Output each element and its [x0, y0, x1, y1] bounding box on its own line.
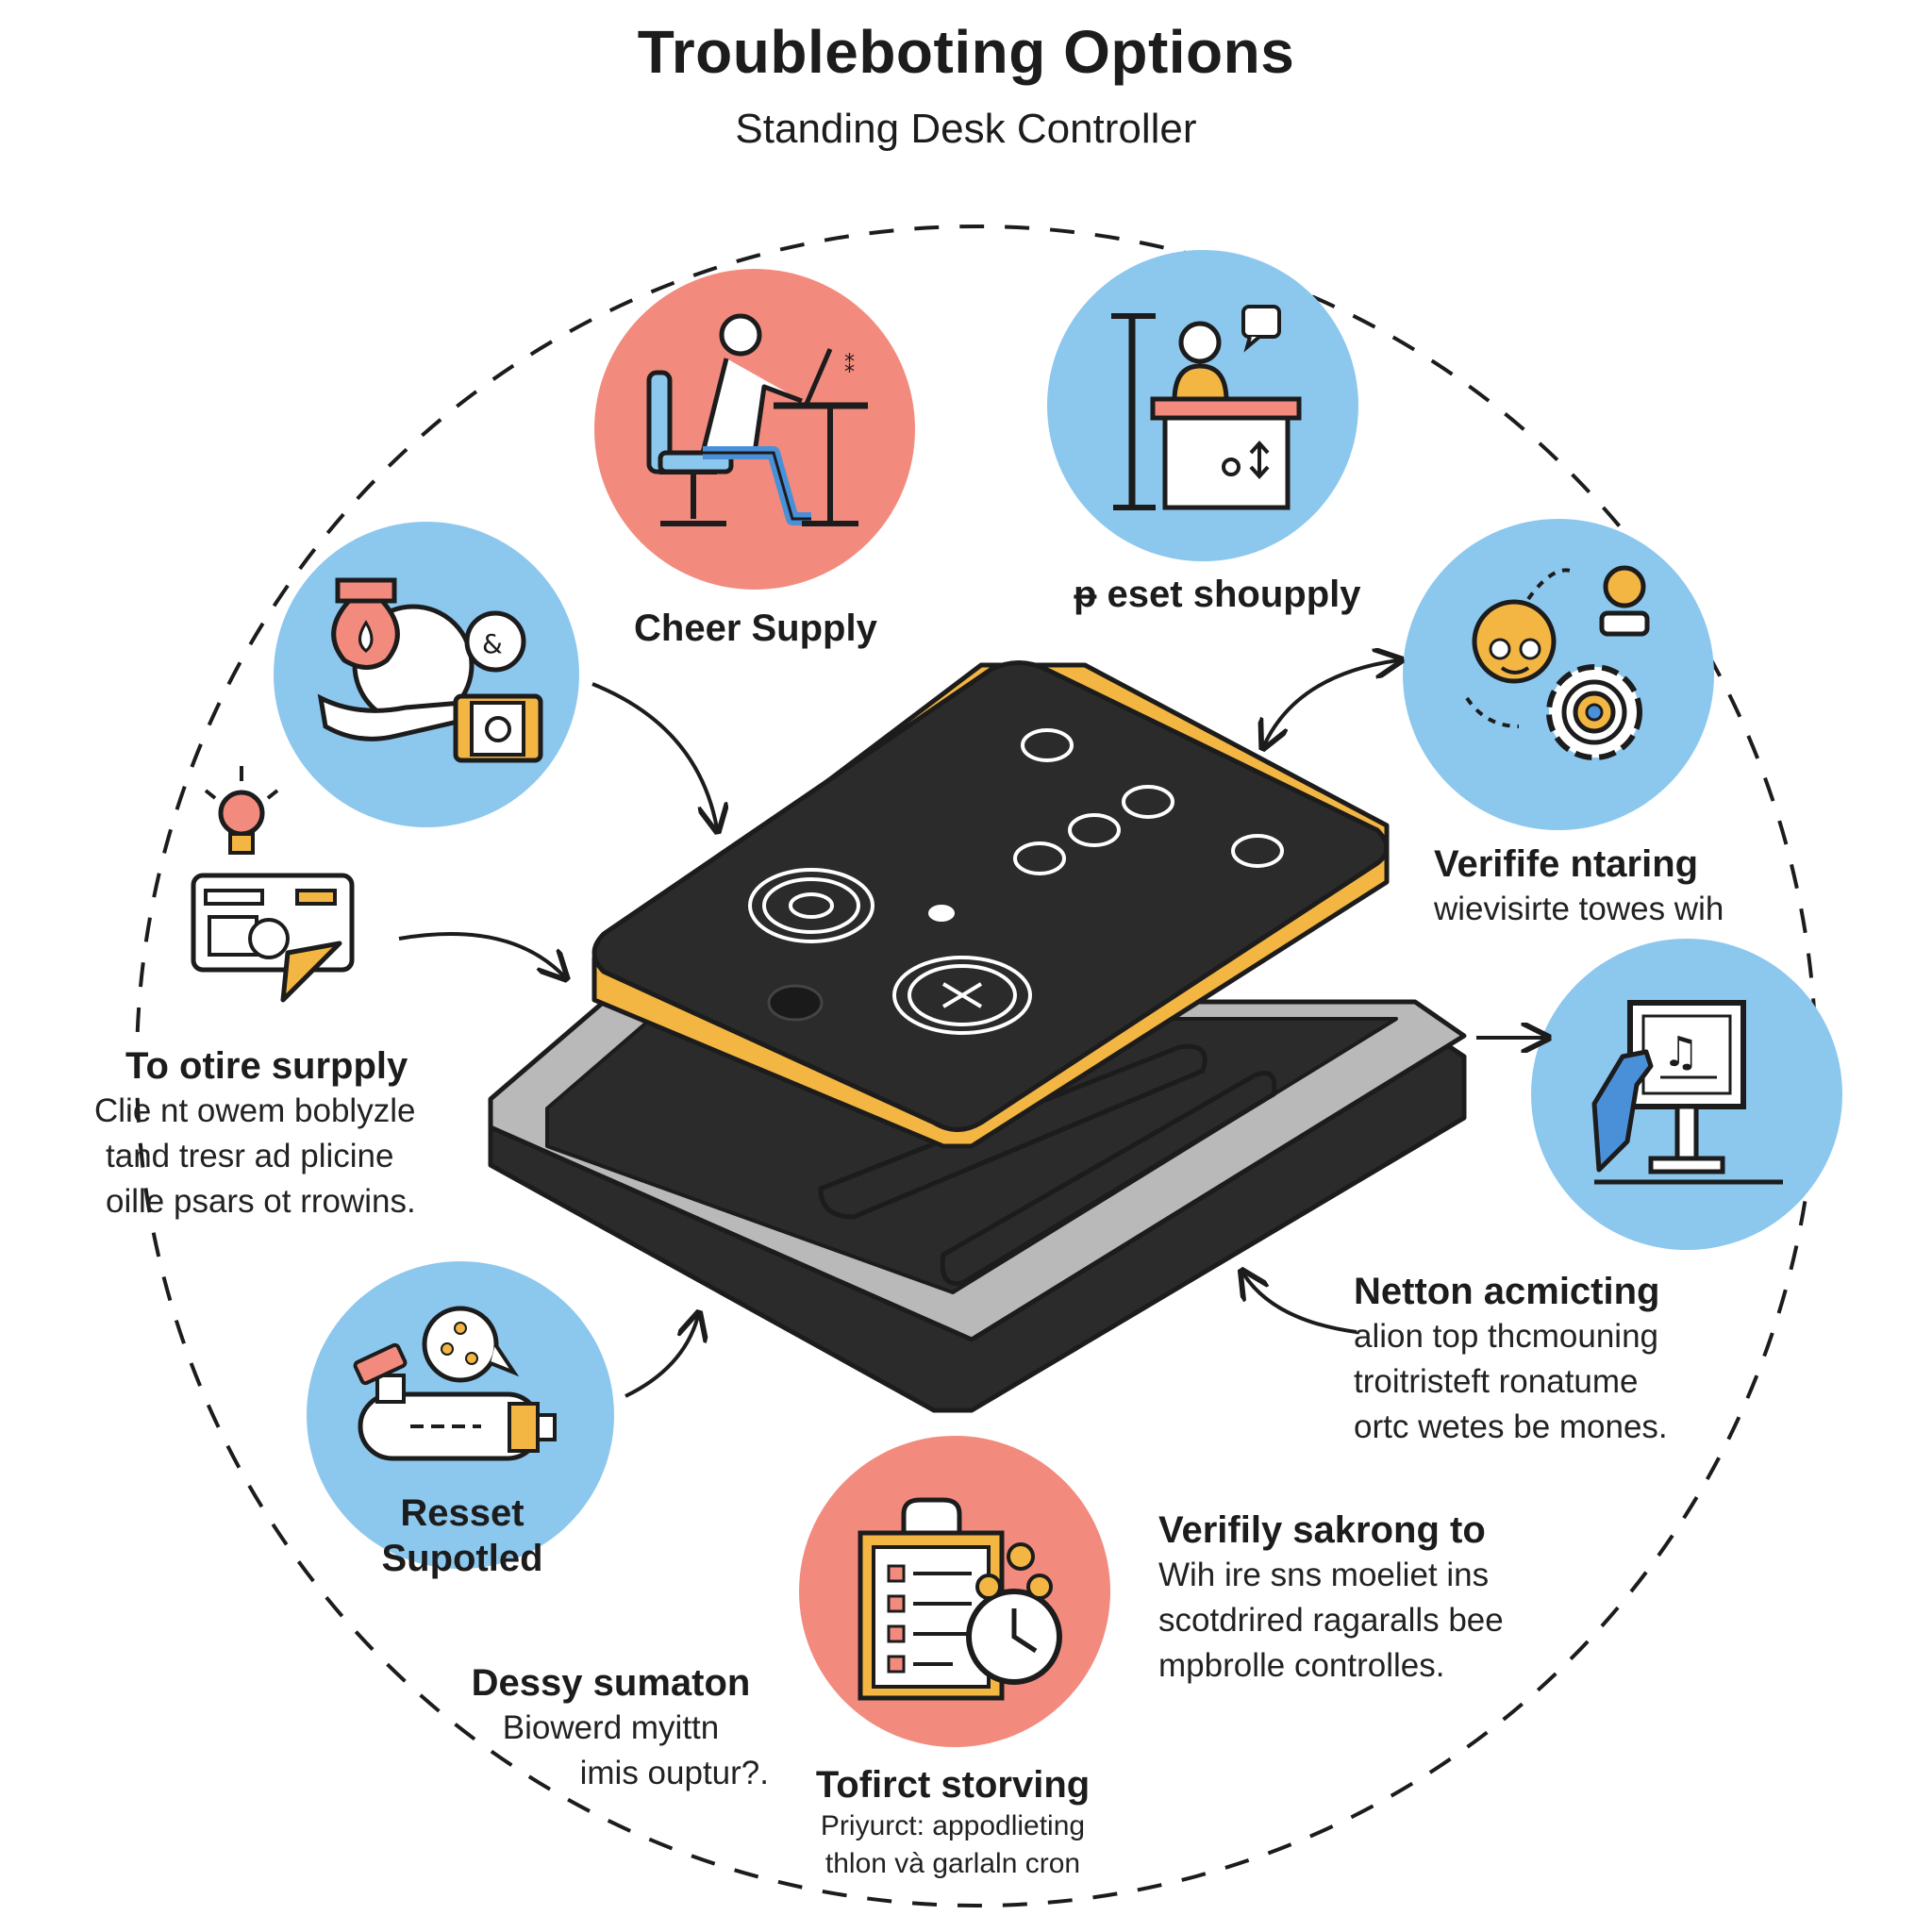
- desc-verifily-2: scotdrired ragaralls bee: [1158, 1602, 1504, 1639]
- desc-tofirct-2: thlon và garlaln cron: [824, 1848, 1081, 1879]
- support-gear-icon: [1403, 519, 1714, 830]
- node-bulb: To otire surpply Clie nt owem boblyzle t…: [94, 1043, 453, 1224]
- desc-verifily-3: mpbrolle controlles.: [1158, 1647, 1445, 1684]
- checklist-clock-icon: [799, 1436, 1110, 1747]
- desc-netton-1: alion top thcmouning: [1354, 1318, 1658, 1355]
- desc-to-otire-1: Clie nt owem boblyzle: [94, 1092, 416, 1129]
- node-dessy: Dessy sumaton Biowerd myittn imis ouptur…: [453, 1660, 769, 1796]
- node-support: Verifife ntaring wievisirte towes wih: [1434, 841, 1724, 932]
- label-netton: Netton acmicting: [1354, 1271, 1660, 1312]
- page-title: Troubleboting Options: [637, 18, 1295, 86]
- desc-verifily-1: Wih ire sns moeliet ins: [1158, 1557, 1490, 1593]
- label-tofirct: Tofirct storving: [815, 1764, 1091, 1806]
- desc-to-otire-2: tand tresr ad plicine: [106, 1138, 394, 1174]
- label-verifily: Verifily sakrong to: [1158, 1509, 1486, 1551]
- node-netton: Netton acmicting alion top thcmouning tr…: [1354, 1269, 1668, 1450]
- desc-dessy-2: imis ouptur?.: [579, 1755, 769, 1791]
- sitting-desk-icon: ⁑: [594, 269, 915, 590]
- desc-to-otire-3: oille psars ot rrowins.: [106, 1183, 416, 1220]
- desc-dessy-1: Biowerd myittn: [502, 1709, 720, 1746]
- label-cheer-supply: Cheer Supply: [634, 608, 877, 649]
- label-dessy: Dessy sumaton: [471, 1662, 751, 1704]
- svg-text:⁑: ⁑: [844, 354, 855, 378]
- node-verify: Verifily sakrong to Wih ire sns moeliet …: [1158, 1507, 1504, 1689]
- node-checklist: Tofirct storving Priyurct: appodlieting …: [774, 1762, 1132, 1883]
- standing-desk-icon: [1047, 250, 1358, 561]
- desc-verifife: wievisirte towes wih: [1434, 891, 1724, 927]
- flow-arrows: [398, 660, 1545, 1398]
- svg-text:♫: ♫: [1662, 1028, 1699, 1076]
- lightbulb-card-icon: [191, 766, 355, 1003]
- desk-controller-device: [488, 660, 1467, 1413]
- desc-netton-2: troitristeft ronatume: [1354, 1363, 1639, 1400]
- monitor-hand-icon: ♫: [1531, 939, 1842, 1250]
- desc-tofirct-1: Priyurct: appodlieting: [820, 1810, 1086, 1841]
- label-verifife: Verifife ntaring: [1434, 843, 1699, 885]
- power-hand-icon: &: [274, 522, 579, 827]
- label-supotled: Supotled: [381, 1538, 543, 1579]
- svg-text:&: &: [482, 628, 503, 659]
- page-subtitle: Standing Desk Controller: [735, 106, 1197, 152]
- label-resset: Resset: [400, 1492, 525, 1534]
- desc-netton-3: ortc wetes be mones.: [1354, 1408, 1668, 1445]
- label-reset-supply: ᵽ eset shoupply: [1074, 574, 1361, 615]
- label-to-otire: To otire surpply: [125, 1045, 408, 1087]
- reset-tool-icon: [307, 1261, 614, 1569]
- node-reset: Resset Supotled: [358, 1491, 566, 1581]
